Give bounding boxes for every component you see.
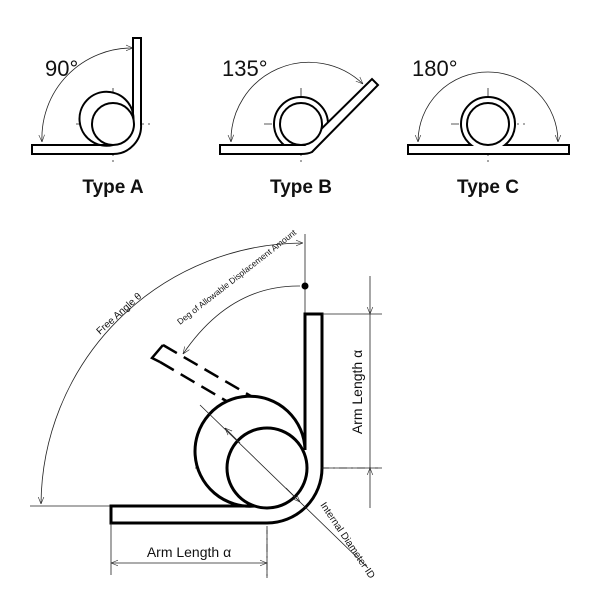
type-b-spring: 135° Type B [219,56,380,198]
type-label: Type A [82,177,144,198]
arm-length-horizontal-label: Arm Length α [147,544,231,560]
angle-arc [42,48,133,142]
coil-inner [225,426,309,510]
coil-inner [279,102,323,146]
coil-inner [91,102,135,146]
internal-diameter-label: Internal Diameter ID [318,501,377,581]
angle-arc [418,71,558,142]
spring-arms [219,77,380,155]
displacement-label: Deg of Allowable Displacement Amount [175,227,299,327]
arm-length-vertical-label: Arm Length α [349,350,365,434]
angle-label: 135° [222,56,268,81]
angle-label: 180° [412,56,458,81]
coil-inner [466,102,510,146]
type-label: Type C [457,177,519,198]
detail-spring: Arm Length α Arm Length α Internal Diame… [30,227,382,581]
free-angle-label: Free Angle θ [95,291,145,337]
angle-label: 90° [45,56,78,81]
type-a-spring: 90° Type A [31,37,150,198]
displacement-arc [183,285,301,354]
type-c-spring: 180° Type C [407,56,570,198]
free-angle-arc [41,243,303,504]
type-label: Type B [270,177,332,198]
angle-arc [231,61,363,142]
reference-dot [301,282,309,290]
